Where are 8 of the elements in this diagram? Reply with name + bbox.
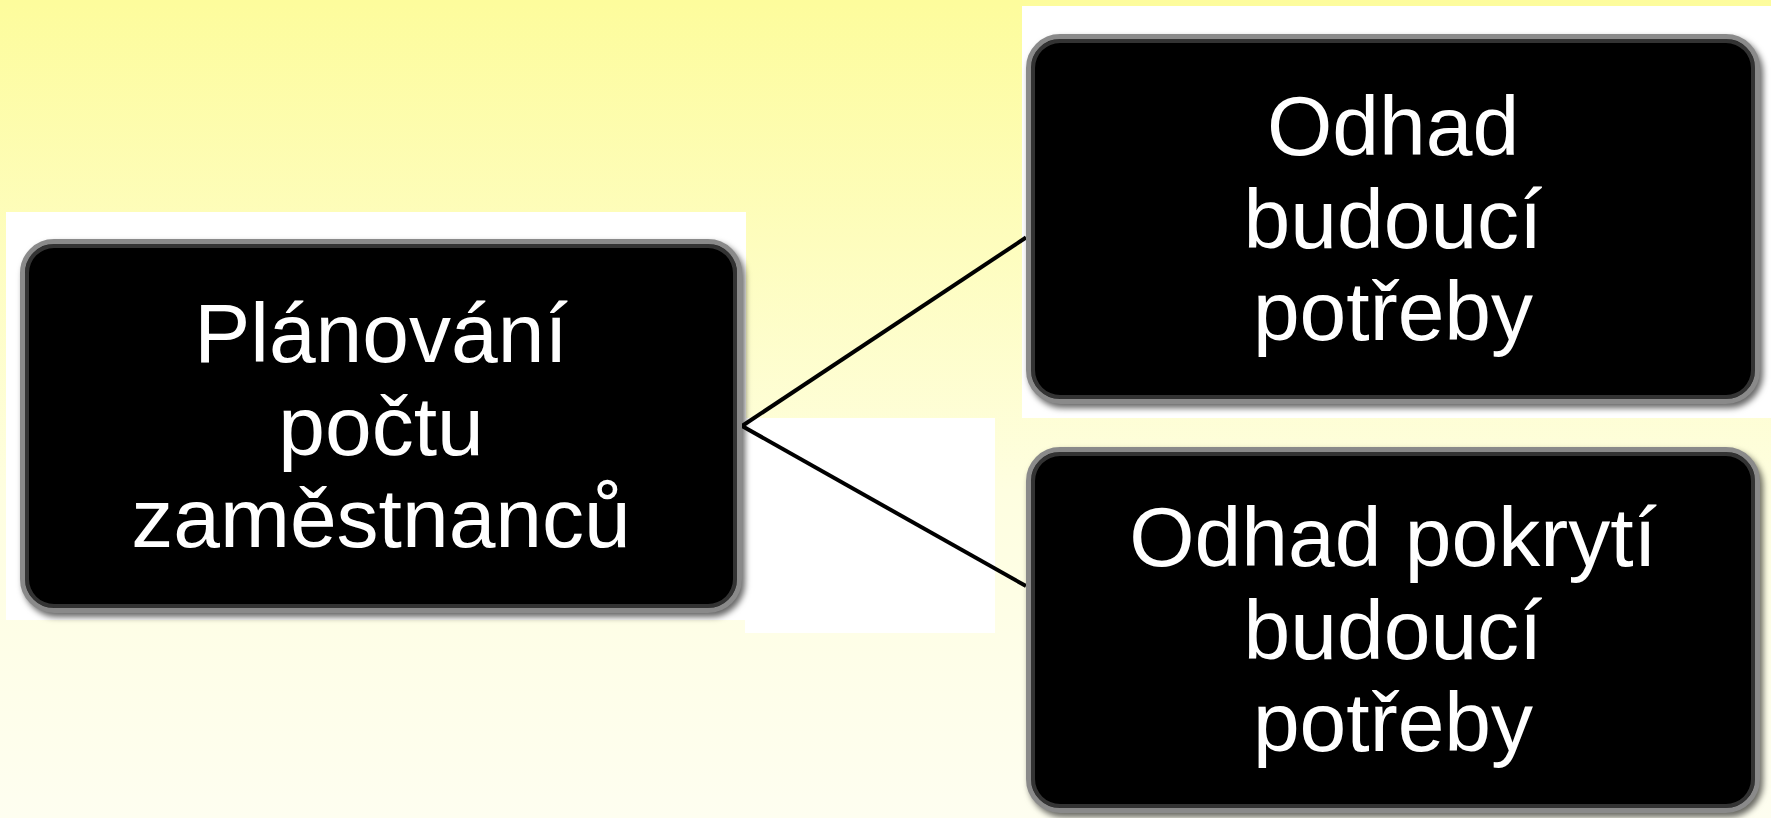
process-box bbox=[20, 239, 742, 613]
box-label: Odhad budoucí potřeby bbox=[1242, 80, 1544, 358]
process-box bbox=[1026, 34, 1760, 404]
process-box bbox=[1026, 447, 1760, 813]
box-label: Plánování počtu zaměstnanců bbox=[130, 287, 632, 565]
connector-line bbox=[741, 424, 1027, 588]
box-label: Odhad pokrytí budoucí potřeby bbox=[1128, 491, 1658, 769]
connector-line bbox=[740, 235, 1028, 428]
